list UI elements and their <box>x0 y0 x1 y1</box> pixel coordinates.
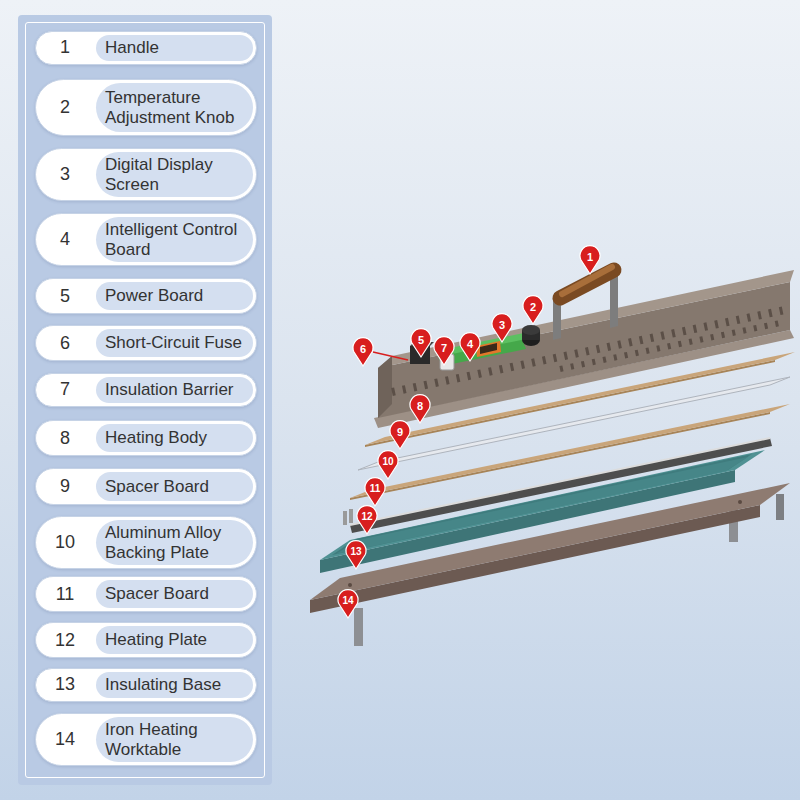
item-number: 10 <box>36 517 94 568</box>
item-name-box: Intelligent Control Board <box>96 217 253 262</box>
item-number: 4 <box>36 214 94 265</box>
callout-number: 14 <box>337 593 359 609</box>
item-name-box: Aluminum Alloy Backing Plate <box>96 520 253 565</box>
callout-number: 6 <box>352 341 374 357</box>
legend-item: 2Temperature Adjustment Knob <box>35 79 257 136</box>
part-name: Spacer Board <box>96 477 253 497</box>
item-name-box: Insulating Base <box>96 672 253 698</box>
legend-item: 7Insulation Barrier <box>35 373 257 407</box>
part-name: Iron Heating Worktable <box>96 720 253 759</box>
legend-item: 4Intelligent Control Board <box>35 213 257 266</box>
item-name-box: Spacer Board <box>96 580 253 608</box>
part-name: Short-Circuit Fuse <box>96 333 253 353</box>
item-number: 5 <box>36 279 94 313</box>
legend-item: 12Heating Plate <box>35 622 257 658</box>
part-name: Power Board <box>96 286 253 306</box>
part-name: Heating Body <box>96 428 253 448</box>
legend-item: 9Spacer Board <box>35 468 257 505</box>
callout-number: 7 <box>433 340 455 356</box>
callout-number: 5 <box>410 332 432 348</box>
item-number: 9 <box>36 469 94 504</box>
legend-item: 13Insulating Base <box>35 668 257 702</box>
part-name: Spacer Board <box>96 584 253 604</box>
callout-number: 1 <box>579 249 601 265</box>
legend-item: 3Digital Display Screen <box>35 148 257 201</box>
item-name-box: Temperature Adjustment Knob <box>96 83 253 132</box>
item-name-box: Heating Body <box>96 424 253 452</box>
callout-number: 9 <box>389 424 411 440</box>
legend-item: 10Aluminum Alloy Backing Plate <box>35 516 257 569</box>
part-name: Insulation Barrier <box>96 380 253 400</box>
legend-item: 8Heating Body <box>35 420 257 456</box>
item-name-box: Power Board <box>96 282 253 310</box>
item-name-box: Digital Display Screen <box>96 152 253 197</box>
callout-number: 13 <box>345 544 367 560</box>
part-name: Temperature Adjustment Knob <box>96 88 253 127</box>
item-name-box: Iron Heating Worktable <box>96 717 253 762</box>
part-name: Heating Plate <box>96 630 253 650</box>
item-number: 7 <box>36 374 94 406</box>
item-name-box: Heating Plate <box>96 626 253 654</box>
item-number: 13 <box>36 669 94 701</box>
item-number: 11 <box>36 577 94 611</box>
legend-item: 1Handle <box>35 31 257 65</box>
legend-item: 11Spacer Board <box>35 576 257 612</box>
item-name-box: Short-Circuit Fuse <box>96 329 253 357</box>
callout-number: 2 <box>522 299 544 315</box>
part-name: Intelligent Control Board <box>96 220 253 259</box>
callout-number: 4 <box>459 336 481 352</box>
callout-number: 11 <box>364 481 386 497</box>
item-number: 2 <box>36 80 94 135</box>
callout-number: 3 <box>491 317 513 333</box>
callout-number: 8 <box>409 398 431 414</box>
item-name-box: Spacer Board <box>96 472 253 501</box>
part-name: Digital Display Screen <box>96 155 253 194</box>
legend-item: 6Short-Circuit Fuse <box>35 325 257 361</box>
part-name: Handle <box>96 38 253 58</box>
legend-item: 14Iron Heating Worktable <box>35 713 257 766</box>
item-number: 1 <box>36 32 94 64</box>
item-number: 12 <box>36 623 94 657</box>
item-number: 14 <box>36 714 94 765</box>
callout-number: 12 <box>356 509 378 525</box>
item-number: 8 <box>36 421 94 455</box>
item-number: 3 <box>36 149 94 200</box>
callout-number: 10 <box>377 454 399 470</box>
item-number: 6 <box>36 326 94 360</box>
part-name: Insulating Base <box>96 675 253 695</box>
part-name: Aluminum Alloy Backing Plate <box>96 523 253 562</box>
item-name-box: Handle <box>96 35 253 61</box>
legend-item: 5Power Board <box>35 278 257 314</box>
item-name-box: Insulation Barrier <box>96 377 253 403</box>
